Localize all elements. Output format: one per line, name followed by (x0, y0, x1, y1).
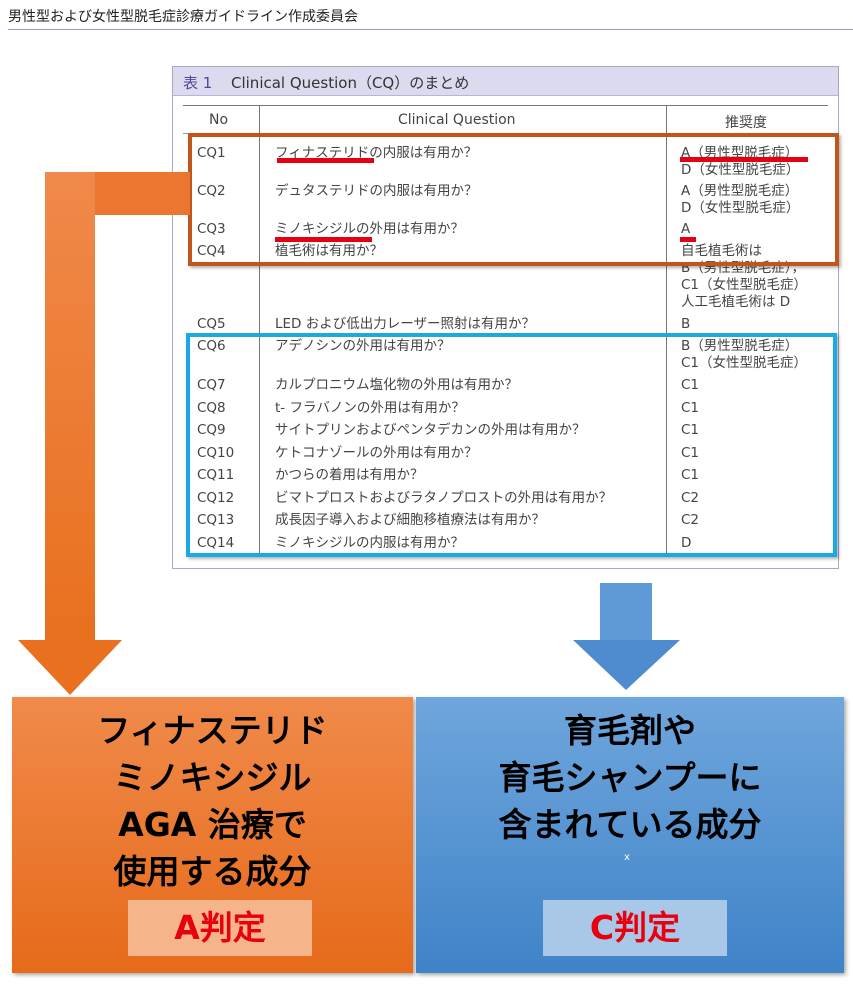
panel-line: 使用する成分 (113, 852, 312, 891)
row-no: CQ4 (197, 243, 226, 259)
highlight-underline (680, 237, 696, 242)
panel-line: AGA 治療で (118, 805, 307, 844)
column-header-question: Clinical Question (398, 112, 516, 128)
row-no: CQ8 (197, 400, 226, 416)
document-header-title: 男性型および女性型脱毛症診療ガイドライン作成委員会 (8, 9, 358, 25)
row-question: デュタステリドの内服は有用か？ (275, 183, 478, 199)
row-grade: A（男性型脱毛症） D（女性型脱毛症） (681, 183, 800, 216)
row-question: LED および低出力レーザー照射は有用か？ (275, 316, 535, 332)
row-question: アデノシンの外用は有用か？ (275, 338, 451, 354)
row-no: CQ1 (197, 145, 226, 161)
column-divider (666, 105, 667, 555)
header-divider (8, 29, 853, 30)
row-question: ミノキシジルの外用は有用か？ (275, 221, 464, 237)
blue-arrow-icon (573, 583, 680, 690)
row-question: t- フラバノンの外用は有用か？ (275, 400, 465, 416)
panel-line: ミノキシジル (113, 758, 312, 797)
row-question: ビマトプロストおよびラタノプロストの外用は有用か？ (275, 490, 613, 506)
row-no: CQ11 (197, 467, 235, 483)
row-grade: C1 (681, 422, 700, 438)
row-grade: C2 (681, 512, 700, 528)
table-number: 表 1 (183, 74, 213, 92)
row-question: フィナステリドの内服は有用か？ (275, 145, 478, 161)
panel-line: フィナステリド (97, 711, 328, 750)
highlight-underline (277, 158, 374, 163)
row-question: サイトプリンおよびペンタデカンの外用は有用か？ (275, 422, 586, 438)
cq-summary-table: 表 1 Clinical Question（CQ）のまとめ No Clinica… (172, 66, 839, 569)
row-no: CQ6 (197, 338, 226, 354)
row-question: ミノキシジルの内服は有用か？ (275, 535, 464, 551)
row-grade: A (681, 221, 691, 237)
row-no: CQ10 (197, 445, 235, 461)
highlight-underline (275, 237, 372, 242)
a-grade-panel: フィナステリド ミノキシジル AGA 治療で 使用する成分 A判定 (12, 697, 413, 973)
column-divider (259, 105, 260, 555)
row-grade: B（男性型脱毛症） C1（女性型脱毛症） (681, 338, 808, 371)
row-question: 成長因子導入および細胞移植療法は有用か？ (275, 512, 545, 528)
row-grade: B (681, 316, 691, 332)
row-no: CQ13 (197, 512, 235, 528)
row-question: かつらの着用は有用か？ (275, 467, 424, 483)
panel-line: 育毛シャンプーに (498, 758, 762, 797)
orange-arrow-icon (18, 172, 190, 695)
row-question: ケトコナゾールの外用は有用か？ (275, 445, 478, 461)
row-no: CQ7 (197, 377, 226, 393)
row-no: CQ2 (197, 183, 226, 199)
table-top-rule (183, 105, 828, 106)
row-grade: C1 (681, 467, 700, 483)
c-judgement-label: C判定 (543, 900, 727, 956)
c-grade-highlight-box (186, 333, 837, 557)
a-judgement-label: A判定 (128, 900, 312, 956)
row-no: CQ9 (197, 422, 226, 438)
row-grade: C1 (681, 400, 700, 416)
table-title-bar: 表 1 Clinical Question（CQ）のまとめ (173, 67, 838, 96)
stray-mark: x (624, 852, 630, 863)
row-grade: D (681, 535, 692, 551)
row-no: CQ5 (197, 316, 226, 332)
row-no: CQ3 (197, 221, 226, 237)
panel-line: 育毛剤や (564, 711, 696, 750)
row-no: CQ12 (197, 490, 235, 506)
row-question: カルプロニウム塩化物の外用は有用か？ (275, 377, 518, 393)
c-grade-panel: 育毛剤や 育毛シャンプーに 含まれている成分 x C判定 (416, 697, 844, 973)
row-question: 植毛術は有用か？ (275, 243, 383, 259)
highlight-underline (680, 157, 808, 162)
row-grade: C1 (681, 445, 700, 461)
table-title: Clinical Question（CQ）のまとめ (231, 74, 470, 92)
panel-line: 含まれている成分 (498, 805, 762, 844)
row-grade: C2 (681, 490, 700, 506)
row-no: CQ14 (197, 535, 235, 551)
a-grade-highlight-box (188, 133, 839, 266)
column-header-grade: 推奨度 (725, 115, 767, 131)
column-header-no: No (209, 112, 229, 128)
row-grade: C1 (681, 377, 700, 393)
